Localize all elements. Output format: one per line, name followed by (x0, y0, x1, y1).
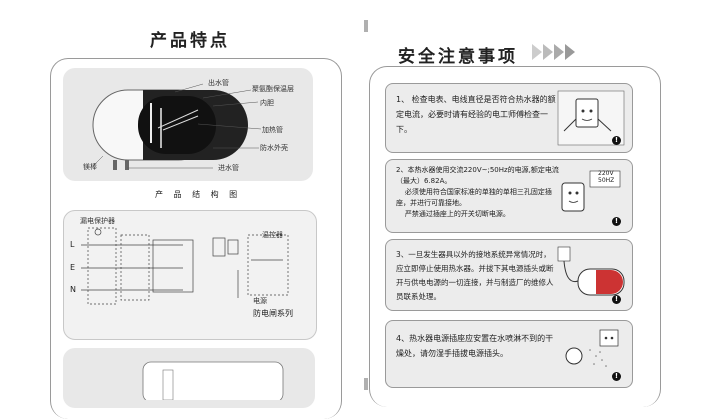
label-outlet-pipe: 出水管 (208, 79, 229, 87)
card-2-text: 2、本热水器使用交流220V~;50Hz的电源,额定电流（最大）6.82A。 必… (396, 166, 559, 218)
label-insulation: 聚氨酯保温层 (252, 85, 294, 93)
safety-card-3: 3、一旦发生器具以外的接地系统异常情况时，应立即停止使用热水器。并拔下其电源插头… (385, 239, 633, 311)
label-shell: 防水外壳 (260, 144, 288, 152)
series-label: 防电闸系列 (253, 309, 293, 318)
label-relay: 温控器 (262, 231, 283, 239)
warning-icon: ! (612, 295, 621, 304)
label-leakage: 漏电保护器 (80, 217, 115, 225)
circuit-diagram (81, 227, 289, 305)
fold-mark-top (364, 20, 368, 32)
card-3-text: 3、一旦发生器具以外的接地系统异常情况时，应立即停止使用热水器。并拔下其电源插头… (396, 250, 554, 301)
fold-mark-bottom (364, 378, 368, 390)
plug-illustration (561, 170, 621, 212)
label-anode: 镁棒 (83, 163, 97, 171)
safety-card-2: 2、本热水器使用交流220V~;50Hz的电源,额定电流（最大）6.82A。 必… (385, 159, 633, 233)
safety-card-1: 1、 检查电表、电线直径是否符合热水器的额定电流，必要时请有经验的电工师傅检查一… (385, 83, 633, 153)
label-N: N (70, 285, 76, 294)
heater-structure-diagram (92, 83, 262, 170)
plug-voltage-label: 220V (598, 170, 614, 177)
left-page-title: 产品特点 (150, 31, 230, 51)
structure-caption: 产 品 结 构 图 (155, 190, 242, 199)
label-heating-tube: 加热管 (262, 126, 283, 134)
right-frame (369, 66, 661, 407)
label-E: E (70, 263, 76, 272)
arrow-decoration-icon (532, 44, 575, 60)
plug-frequency-label: 50HZ (598, 177, 615, 184)
safety-card-4: 4、热水器电源插座应安置在水喷淋不到的干燥处，请勿湿手插拔电源插头。 ! (385, 320, 633, 388)
label-inlet-pipe: 进水管 (218, 164, 239, 172)
left-frame (50, 58, 342, 419)
warning-icon: ! (612, 217, 621, 226)
shower-plug-illustration (565, 329, 619, 367)
label-inner-tank: 内胆 (260, 99, 274, 107)
bottom-diagram (142, 361, 284, 400)
circuit-panel (63, 210, 317, 340)
card-4-text: 4、热水器电源插座应安置在水喷淋不到的干燥处，请勿湿手插拔电源插头。 (396, 334, 554, 358)
warning-icon: ! (612, 372, 621, 381)
warning-icon: ! (612, 136, 621, 145)
card-1-text: 1、 检查电表、电线直径是否符合热水器的额定电流，必要时请有经验的电工师傅检查一… (396, 95, 556, 134)
heater-illustration (557, 246, 625, 296)
label-L: L (70, 240, 75, 249)
label-power: 电源 (253, 297, 267, 305)
right-page-title: 安全注意事项 (398, 47, 518, 67)
